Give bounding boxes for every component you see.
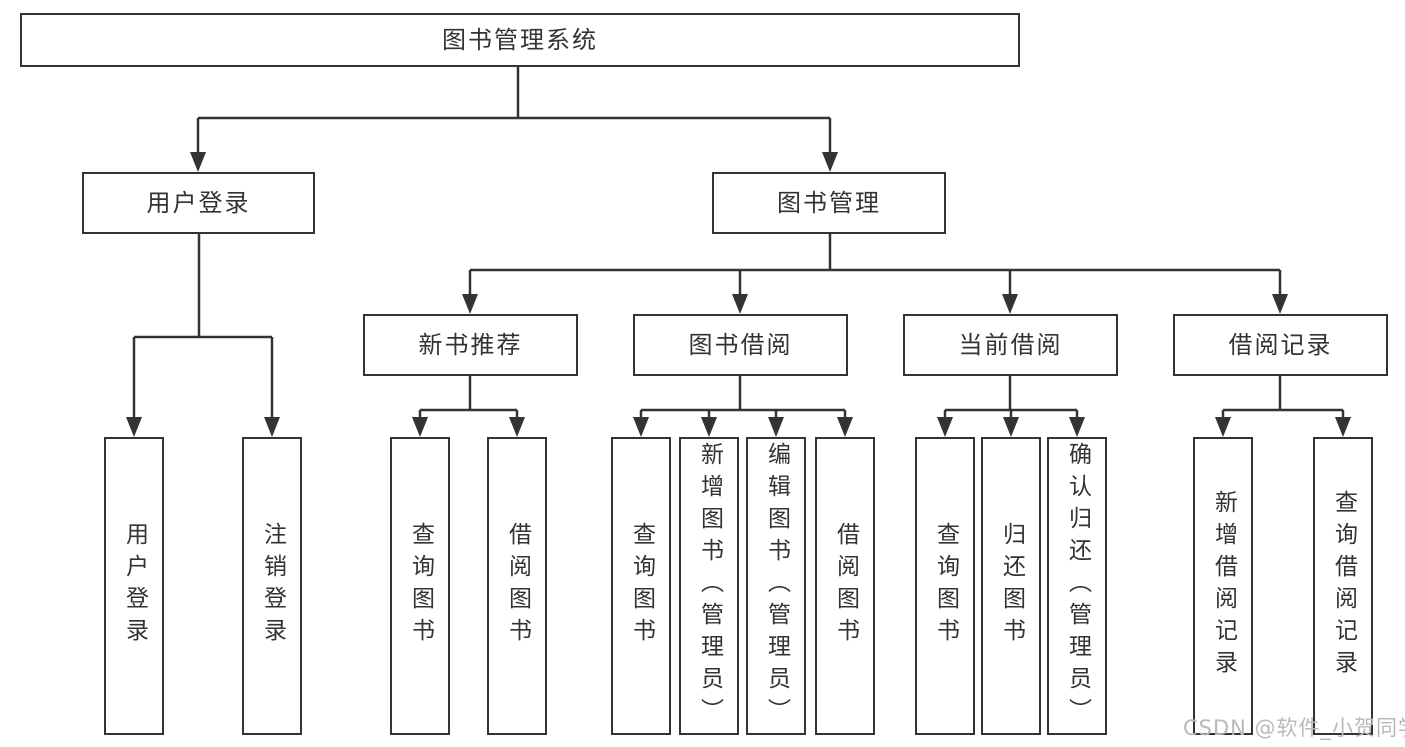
node-borrow-records: 借阅记录 [1173, 314, 1388, 376]
leaf-logout: 注销登录 [242, 437, 302, 735]
arrowhead [1003, 417, 1019, 437]
arrowhead [837, 417, 853, 437]
node-label: 查询图书 [628, 522, 655, 650]
node-label: 图书管理系统 [442, 26, 598, 54]
node-label: 确认归还（管理员） [1064, 442, 1091, 730]
arrowhead [1069, 417, 1085, 437]
csdn-watermark: CSDN @软件_小贺同学 [1183, 716, 1405, 740]
node-label: 新书推荐 [418, 331, 523, 359]
arrowhead [732, 294, 748, 314]
node-label: 借阅记录 [1228, 331, 1333, 359]
leaf-user-login: 用户登录 [104, 437, 164, 735]
arrowhead [509, 417, 525, 437]
node-label: 当前借阅 [958, 331, 1063, 359]
node-new-book-recommend: 新书推荐 [363, 314, 578, 376]
arrowhead [190, 152, 206, 172]
node-label: 查询借阅记录 [1330, 490, 1357, 682]
node-label: 查询图书 [407, 522, 434, 650]
node-label: 用户登录 [121, 522, 148, 650]
arrowhead [264, 417, 280, 437]
leaf-query-books-2: 查询图书 [611, 437, 671, 735]
node-label: 注销登录 [259, 522, 286, 650]
leaf-query-books-1: 查询图书 [390, 437, 450, 735]
node-label: 归还图书 [998, 522, 1025, 650]
node-label: 图书管理 [777, 189, 881, 217]
arrowhead [1215, 417, 1231, 437]
leaf-borrow-books-2: 借阅图书 [815, 437, 875, 735]
node-label: 新增图书（管理员） [696, 442, 723, 730]
node-label: 图书借阅 [688, 331, 793, 359]
arrowhead [1335, 417, 1351, 437]
node-label: 借阅图书 [504, 522, 531, 650]
node-book-borrow: 图书借阅 [633, 314, 848, 376]
arrowhead [462, 294, 478, 314]
arrowhead [412, 417, 428, 437]
leaf-add-books-admin: 新增图书（管理员） [679, 437, 739, 735]
leaf-confirm-return-admin: 确认归还（管理员） [1047, 437, 1107, 735]
node-user-login: 用户登录 [82, 172, 315, 234]
node-label: 借阅图书 [832, 522, 859, 650]
leaf-query-borrow-record: 查询借阅记录 [1313, 437, 1373, 735]
node-label: 用户登录 [146, 189, 251, 217]
arrowhead [1272, 294, 1288, 314]
arrowhead [701, 417, 717, 437]
arrowhead [633, 417, 649, 437]
node-label: 查询图书 [932, 522, 959, 650]
node-label: 新增借阅记录 [1210, 490, 1237, 682]
node-book-management: 图书管理 [712, 172, 946, 234]
leaf-add-borrow-record: 新增借阅记录 [1193, 437, 1253, 735]
leaf-borrow-books-1: 借阅图书 [487, 437, 547, 735]
arrowhead [1002, 294, 1018, 314]
node-label: 编辑图书（管理员） [763, 442, 790, 730]
leaf-return-books: 归还图书 [981, 437, 1041, 735]
node-library-system: 图书管理系统 [20, 13, 1020, 67]
arrowhead [822, 152, 838, 172]
arrowhead [126, 417, 142, 437]
arrowhead [937, 417, 953, 437]
arrowhead [768, 417, 784, 437]
leaf-edit-books-admin: 编辑图书（管理员） [746, 437, 806, 735]
leaf-query-books-3: 查询图书 [915, 437, 975, 735]
node-current-borrow: 当前借阅 [903, 314, 1118, 376]
